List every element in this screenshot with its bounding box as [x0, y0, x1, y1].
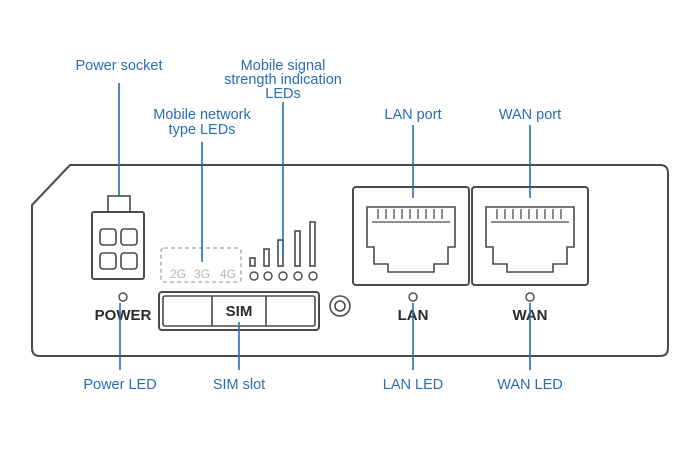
- callout-lan-led: LAN LED: [383, 377, 443, 393]
- led-3g-label: 3G: [194, 267, 210, 281]
- callout-wan-led: WAN LED: [497, 377, 563, 393]
- signal-led-4: [293, 271, 303, 281]
- callout-signal-leds-3: LEDs: [265, 86, 300, 102]
- callout-lines: [118, 83, 531, 370]
- callout-sim-slot: SIM slot: [213, 377, 265, 393]
- signal-bar-4: [294, 230, 301, 267]
- signal-bar-2: [263, 248, 270, 267]
- callout-signal-leds-1: Mobile signal: [241, 58, 326, 74]
- led-2g-label: 2G: [170, 267, 186, 281]
- wan-led: [525, 292, 535, 302]
- signal-bar-1: [249, 257, 256, 267]
- network-type-leds: 2G 3G 4G: [160, 247, 242, 283]
- callout-power-led: Power LED: [83, 377, 156, 393]
- callout-network-leds-1: Mobile network: [153, 107, 251, 123]
- callout-signal-leds-2: strength indication: [224, 72, 342, 88]
- signal-led-1: [249, 271, 259, 281]
- lan-led: [408, 292, 418, 302]
- signal-bar-5: [309, 221, 316, 267]
- signal-led-3: [278, 271, 288, 281]
- wan-port: [471, 186, 589, 286]
- sim-label: SIM: [226, 303, 253, 320]
- power-led: [118, 292, 128, 302]
- callout-wan-port: WAN port: [499, 107, 561, 123]
- signal-strength-leds: [249, 221, 318, 281]
- callout-lan-port: LAN port: [384, 107, 441, 123]
- signal-led-5: [308, 271, 318, 281]
- reset-button: [329, 295, 351, 317]
- led-4g-label: 4G: [220, 267, 236, 281]
- power-label: POWER: [95, 307, 152, 324]
- callout-network-leds-2: type LEDs: [169, 122, 236, 138]
- signal-led-2: [263, 271, 273, 281]
- callout-power-socket: Power socket: [75, 58, 162, 74]
- sim-slot: SIM: [158, 291, 320, 331]
- lan-port: [352, 186, 470, 286]
